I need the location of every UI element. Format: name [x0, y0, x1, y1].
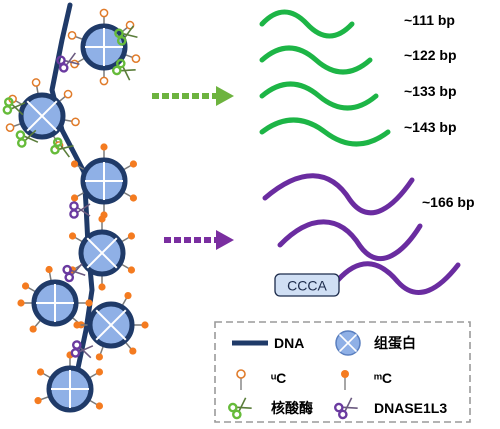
legend-nuclease: 核酸酶	[271, 400, 313, 416]
lollipop-stem	[34, 320, 41, 328]
legend-dnase1l3: DNASE1L3	[374, 400, 447, 416]
lollipop-stem	[123, 164, 132, 171]
label-143bp: ~143 bp	[404, 119, 457, 135]
histone-legend-icon	[335, 330, 361, 356]
lollipop-stem	[121, 263, 130, 270]
label-111bp: ~111 bp	[404, 12, 455, 28]
methylated-c-marker	[129, 347, 137, 355]
end-motif-label: CCCA	[287, 278, 327, 294]
histone	[49, 368, 91, 410]
histone	[21, 95, 63, 137]
lollipop-stem	[121, 236, 130, 243]
fragment-111bp	[259, 9, 355, 39]
lollipop-stem	[121, 297, 128, 306]
histone	[81, 232, 123, 274]
fragment-122bp	[259, 45, 373, 75]
arrow-to-long-fragments	[164, 230, 234, 250]
lollipop-stem	[125, 342, 132, 350]
legend: DNA 组蛋白 ᵘC ᵐC 核酸酶 DNASE1L3	[214, 321, 471, 423]
methylated-c-marker	[85, 299, 93, 307]
long-fragments	[262, 173, 461, 295]
methylated-c-marker	[21, 282, 30, 290]
unmethylated-c-marker	[5, 123, 15, 132]
legend-dna: DNA	[274, 335, 304, 351]
lollipop-stem	[89, 372, 98, 379]
short-fragments	[259, 9, 391, 147]
lollipop-stem	[74, 236, 83, 243]
methylated-c-marker	[129, 194, 138, 202]
methylated-c-legend-icon	[341, 370, 349, 390]
unmethylated-c-marker	[99, 8, 109, 18]
methylated-c-marker	[98, 215, 106, 223]
label-122bp: ~122 bp	[404, 47, 457, 63]
lollipop-stem	[27, 286, 36, 293]
fragment-length-labels: ~111 bp ~122 bp ~133 bp ~143 bp ~166 bp	[404, 12, 475, 210]
methylated-c-marker	[141, 321, 149, 329]
methylated-c-marker	[129, 160, 138, 168]
methylated-c-marker	[68, 232, 77, 240]
methylated-c-marker	[95, 353, 103, 361]
methylated-c-marker	[70, 194, 79, 202]
methylated-c-marker	[70, 160, 79, 168]
lollipop-stem	[89, 399, 98, 406]
lollipop-stem	[76, 191, 85, 198]
arrow-to-short-fragments	[152, 86, 234, 106]
lollipop-stem	[40, 396, 49, 401]
dna-strand	[49, 2, 95, 408]
unmethylated-c-marker	[99, 76, 109, 86]
legend-histone: 组蛋白	[374, 335, 416, 351]
legend-uc: ᵘC	[271, 370, 286, 386]
unmethylated-c-marker	[71, 117, 80, 127]
fragment-143bp	[259, 117, 391, 147]
fragment-166bp-2	[277, 219, 423, 262]
methylated-c-marker	[98, 283, 106, 291]
legend-mc: ᵐC	[374, 370, 392, 386]
methylated-c-marker	[127, 266, 136, 274]
unmethylated-c-marker	[31, 78, 41, 87]
histone	[90, 304, 132, 346]
unmethylated-c-marker	[63, 89, 73, 99]
methylated-c-marker	[36, 368, 45, 376]
methylated-c-marker	[95, 402, 104, 410]
methylated-c-marker	[73, 321, 81, 329]
methylated-c-marker	[34, 397, 42, 405]
fragment-166bp-3	[335, 261, 461, 295]
methylated-c-marker	[124, 291, 132, 300]
methylated-c-marker	[127, 232, 136, 240]
histone	[34, 282, 76, 324]
lollipop-stem	[42, 372, 51, 379]
lollipop-stem	[123, 191, 132, 198]
methylated-c-marker	[17, 299, 25, 307]
end-motif-tag: CCCA	[274, 273, 340, 297]
unmethylated-c-marker	[67, 31, 77, 40]
unmethylated-c-marker	[131, 54, 141, 63]
methylated-c-marker	[29, 325, 37, 333]
fragment-166bp-1	[262, 173, 415, 216]
fragment-133bp	[259, 81, 379, 111]
lollipop-stem	[76, 164, 85, 171]
lollipop-stem	[48, 272, 52, 281]
unmethylated-c-legend-icon	[236, 369, 246, 390]
lollipop-stem	[99, 346, 104, 355]
label-166bp: ~166 bp	[422, 194, 475, 210]
methylated-c-marker	[95, 368, 104, 376]
methylated-c-marker	[100, 143, 108, 151]
histone	[83, 160, 125, 202]
label-133bp: ~133 bp	[404, 83, 457, 99]
methylated-c-marker	[45, 265, 53, 274]
